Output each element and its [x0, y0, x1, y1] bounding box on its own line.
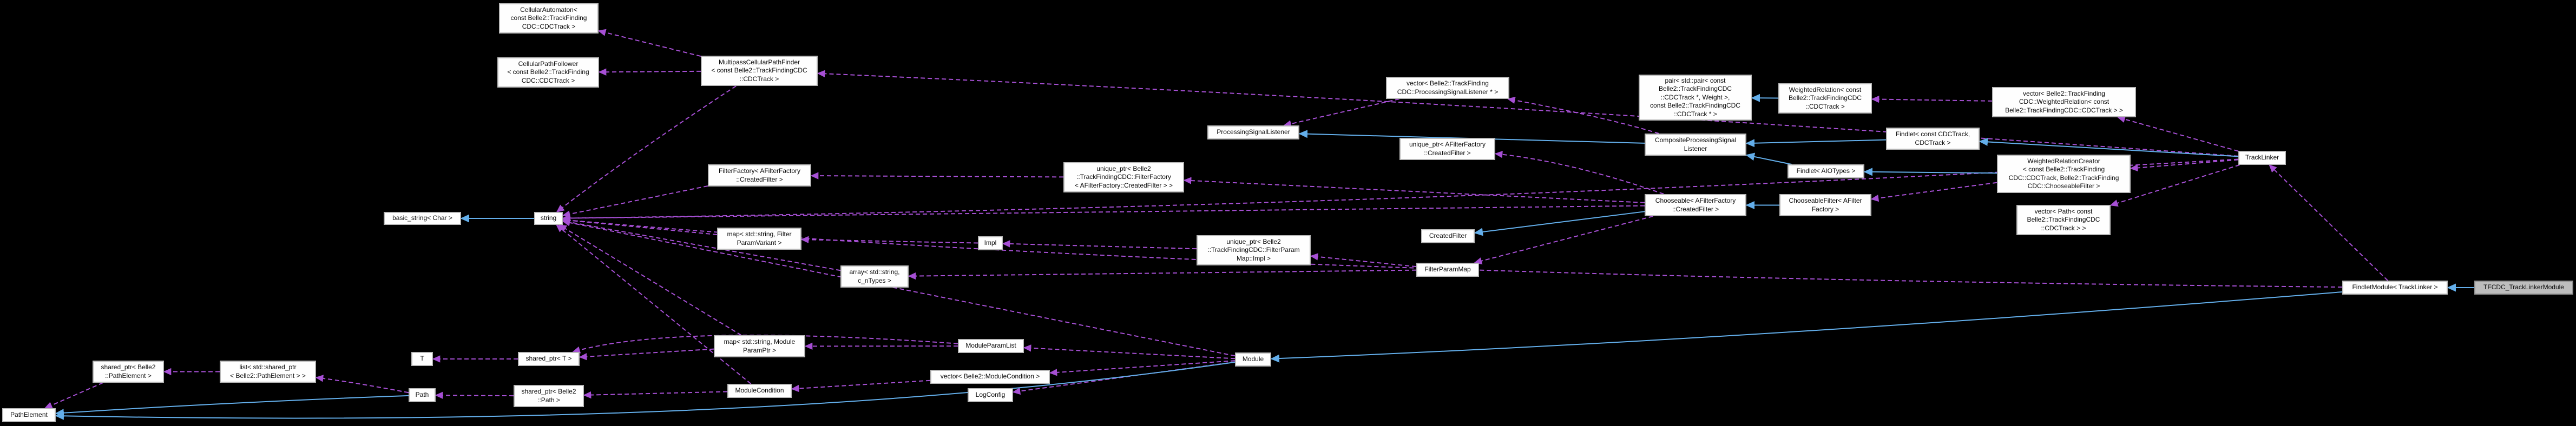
- node-findlet-module[interactable]: FindletModule< TrackLinker >: [2342, 281, 2448, 295]
- node-weighted-relation[interactable]: WeightedRelation< const Belle2::TrackFin…: [1778, 83, 1872, 114]
- node-chooseable[interactable]: Chooseable< AFilterFactory ::CreatedFilt…: [1645, 194, 1746, 216]
- edge-findlet-aiotypes-to-composite-psl: [1745, 152, 1792, 165]
- edge-module-to-vector-module-condition: [1049, 360, 1236, 376]
- edge-filter-factory-to-string: [562, 185, 708, 218]
- edge-track-linker-to-vector-path: [2110, 164, 2240, 207]
- node-array-string[interactable]: array< std::string, c_nTypes >: [840, 265, 909, 288]
- node-vector-weighted-relation[interactable]: vector< Belle2::TrackFinding CDC::Weight…: [1992, 87, 2136, 117]
- node-filter-factory[interactable]: FilterFactory< AFilterFactory ::CreatedF…: [708, 164, 811, 187]
- node-log-config[interactable]: LogConfig: [968, 388, 1013, 402]
- edge-track-linker-to-weighted-relation-creator: [2130, 159, 2239, 172]
- node-impl[interactable]: Impl: [978, 236, 1003, 250]
- node-shared-ptr-t[interactable]: shared_ptr< T >: [518, 352, 580, 366]
- edge-track-linker-to-string: [562, 158, 2239, 222]
- edge-multipass-to-string: [556, 85, 737, 212]
- node-map-module-param[interactable]: map< std::string, Module ParamPtr >: [714, 335, 805, 357]
- node-string[interactable]: string: [534, 212, 563, 225]
- edge-findlet-module-to-track-linker: [2269, 164, 2388, 281]
- edge-map-module-param-to-shared-ptr-t: [579, 348, 714, 361]
- node-vector-psl[interactable]: vector< Belle2::TrackFinding CDC::Proces…: [1386, 77, 1509, 99]
- edge-chooseable-to-string: [562, 205, 1645, 222]
- node-chooseable-filter[interactable]: ChooseableFilter< AFilter Factory >: [1779, 194, 1871, 216]
- edge-shared-ptr-path-to-path: [435, 391, 514, 399]
- node-map-filter-param[interactable]: map< std::string, Filter ParamVariant >: [717, 228, 801, 250]
- node-multipass[interactable]: MultipassCellularPathFinder < const Bell…: [701, 56, 818, 86]
- edge-filter-param-map-to-array-string: [908, 269, 1417, 280]
- edge-module-to-path-element: [55, 361, 1236, 420]
- edge-chooseable-to-filter-param-map: [1474, 216, 1653, 265]
- edge-track-linker-to-multipass: [817, 70, 2239, 157]
- edge-map-module-param-to-string: [558, 224, 742, 336]
- edge-vector-psl-to-psl: [1283, 98, 1400, 128]
- node-t[interactable]: T: [411, 352, 433, 366]
- node-psl[interactable]: ProcessingSignalListener: [1207, 125, 1299, 139]
- node-module[interactable]: Module: [1235, 352, 1271, 367]
- edge-weighted-relation-creator-to-findlet-aiotypes: [1863, 168, 1997, 176]
- edge-vector-weighted-relation-to-weighted-relation: [1871, 95, 1993, 103]
- node-unique-ptr-fpm-impl[interactable]: unique_ptr< Belle2 ::TrackFindingCDC::Fi…: [1197, 235, 1311, 265]
- node-weighted-relation-creator[interactable]: WeightedRelationCreator < const Belle2::…: [1997, 155, 2131, 193]
- edge-multipass-to-cellular-path-follower: [598, 68, 701, 76]
- edge-array-string-to-string: [562, 218, 841, 271]
- edge-filter-param-map-to-unique-ptr-fpm-impl: [1310, 253, 1417, 268]
- node-shared-ptr-path-element[interactable]: shared_ptr< Belle2 ::PathElement >: [93, 361, 164, 383]
- node-vector-path[interactable]: vector< Path< const Belle2::TrackFinding…: [2016, 205, 2111, 235]
- edge-map-filter-param-to-string: [562, 217, 718, 235]
- node-cellular-automaton[interactable]: CellularAutomaton< const Belle2::TrackFi…: [499, 3, 599, 34]
- edge-composite-psl-to-vector-psl: [1507, 96, 1659, 134]
- edge-module-condition-to-shared-ptr-path: [583, 391, 728, 399]
- edge-unique-ptr-fpm-impl-to-impl: [1002, 240, 1197, 250]
- edge-findlet-cdctrack-to-composite-psl: [1745, 139, 1887, 148]
- edge-vector-module-condition-to-module-condition: [791, 380, 931, 392]
- edge-track-linker-to-findlet-cdctrack: [1979, 137, 2239, 157]
- node-vector-module-condition[interactable]: vector< Belle2::ModuleCondition >: [930, 370, 1050, 384]
- node-findlet-cdctrack[interactable]: Findlet< const CDCTrack, CDCTrack >: [1886, 128, 1980, 150]
- edge-impl-to-map-filter-param: [800, 236, 978, 244]
- edge-weighted-relation-creator-to-chooseable-filter: [1870, 182, 1997, 202]
- node-findlet-aiotypes[interactable]: Findlet< AIOTypes >: [1788, 164, 1864, 178]
- node-filter-param-map[interactable]: FilterParamMap: [1416, 263, 1479, 277]
- edge-chooseable-to-created-filter: [1474, 211, 1645, 236]
- node-basic-string[interactable]: basic_string< Char >: [384, 212, 461, 225]
- node-tfcdc: TFCDC_TrackLinkerModule: [2474, 281, 2573, 295]
- edge-shared-ptr-path-element-to-path-element: [44, 382, 103, 409]
- node-path-element[interactable]: PathElement: [2, 408, 56, 422]
- edge-path-to-list-shared-ptr: [315, 375, 409, 394]
- node-module-param-list[interactable]: ModuleParamList: [958, 339, 1024, 353]
- edge-multipass-to-cellular-automaton: [597, 29, 701, 57]
- edge-path-to-path-element: [55, 395, 409, 417]
- node-shared-ptr-path[interactable]: shared_ptr< Belle2 ::Path >: [514, 385, 584, 407]
- node-unique-ptr-created-filter[interactable]: unique_ptr< AFilterFactory ::CreatedFilt…: [1399, 138, 1495, 160]
- edge-module-to-string: [562, 219, 1236, 357]
- node-module-condition[interactable]: ModuleCondition: [727, 384, 792, 398]
- node-track-linker[interactable]: TrackLinker: [2238, 151, 2286, 165]
- node-unique-ptr-filter-factory[interactable]: unique_ptr< Belle2 ::TrackFindingCDC::Fi…: [1063, 162, 1184, 192]
- node-created-filter[interactable]: CreatedFilter: [1421, 229, 1475, 243]
- edge-track-linker-to-vector-weighted-relation: [2117, 116, 2239, 152]
- edge-chooseable-to-unique-ptr-created-filter: [1494, 151, 1664, 195]
- node-list-shared-ptr[interactable]: list< std::shared_ptr < Belle2::PathElem…: [220, 361, 316, 383]
- node-composite-psl[interactable]: CompositeProcessingSignal Listener: [1645, 134, 1746, 156]
- node-path[interactable]: Path: [409, 388, 436, 402]
- edge-findlet-module-to-module: [1270, 291, 2343, 363]
- edge-unique-ptr-filter-factory-to-filter-factory: [810, 172, 1064, 179]
- node-pair[interactable]: pair< std::pair< const Belle2::TrackFind…: [1639, 75, 1752, 121]
- edge-module-to-module-param-list: [1023, 344, 1236, 360]
- node-cellular-path-follower[interactable]: CellularPathFollower < const Belle2::Tra…: [497, 57, 599, 88]
